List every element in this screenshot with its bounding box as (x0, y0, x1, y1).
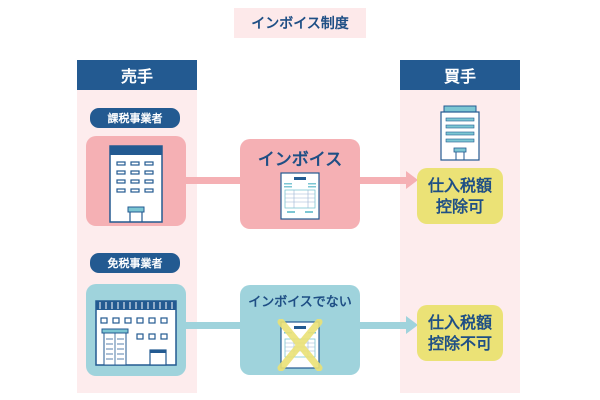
invoice-flow-line (186, 177, 240, 184)
non-invoice-label: インボイスでない (248, 295, 352, 310)
non-invoice-flow-line (186, 322, 240, 329)
deductible-result: 仕入税額 控除可 (417, 168, 503, 224)
exempt-business-label: 免税事業者 (90, 253, 180, 273)
invoice-document-icon (280, 172, 320, 220)
seller-header: 売手 (77, 60, 197, 90)
office-building-icon (109, 145, 163, 223)
office-building-icon (440, 105, 480, 161)
registered-business-label: 課税事業者 (90, 108, 180, 128)
result-line-1: 仕入税額 (427, 313, 492, 332)
non-invoice-card: インボイスでない (240, 285, 360, 375)
factory-building-icon (95, 300, 177, 366)
exempt-business-card (86, 284, 186, 376)
result-line-2: 控除可 (435, 197, 484, 216)
crossed-invoice-icon (277, 319, 323, 371)
arrow-right-icon (406, 316, 418, 334)
invoice-flow-line (360, 177, 410, 184)
non-invoice-flow-line (360, 322, 410, 329)
registered-business-card (86, 136, 186, 226)
arrow-right-icon (406, 171, 418, 189)
result-line-2: 控除不可 (427, 334, 492, 353)
diagram-title: インボイス制度 (234, 8, 366, 38)
invoice-label: インボイス (257, 150, 343, 170)
non-deductible-result: 仕入税額 控除不可 (417, 305, 503, 361)
result-line-1: 仕入税額 (427, 176, 492, 195)
buyer-header: 買手 (400, 60, 520, 90)
invoice-card: インボイス (240, 139, 360, 229)
